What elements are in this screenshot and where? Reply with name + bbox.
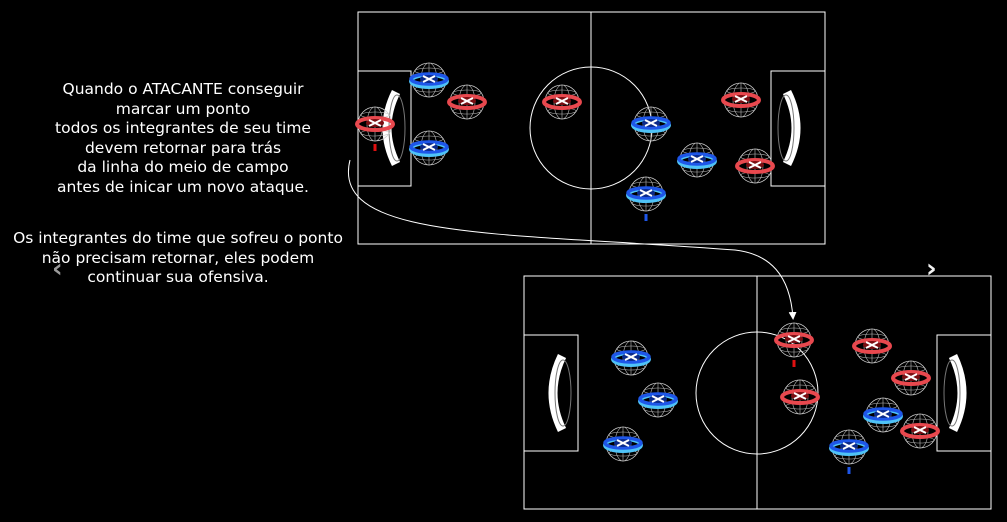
center-circle [695,331,819,455]
red-player-icon [774,322,814,358]
right-goal [777,89,801,167]
blue-player-icon [611,340,651,376]
left-penalty-area [523,334,579,452]
blue-player-icon [409,130,449,166]
red-player-icon [355,106,395,142]
red-player-icon [447,84,487,120]
blue-player-icon [638,382,678,418]
red-player-icon [852,328,892,364]
attacker-marker [847,467,851,474]
blue-player-icon [631,106,671,142]
red-player-icon [891,360,931,396]
right-penalty-area [936,334,992,452]
field-before [355,11,826,245]
red-player-icon [542,84,582,120]
blue-player-icon [863,397,903,433]
red-player-icon [900,413,940,449]
attacker-marker [792,360,796,367]
right-penalty-area [770,70,826,187]
transition-arrow [347,159,797,320]
previous-slide-button[interactable]: ‹ [52,254,63,284]
defense-rule-text: Os integrantes do time que sofreu o pont… [13,229,343,286]
red-player-icon [735,148,775,184]
red-player-icon [780,379,820,415]
blue-player-icon [677,142,717,178]
left-goal [548,354,572,432]
blue-player-icon [829,429,869,465]
field-after [523,275,992,510]
attacker-marker [373,144,377,151]
red-player-icon [721,82,761,118]
blue-player-icon [603,426,643,462]
blue-player-icon [409,62,449,98]
blue-player-icon [626,176,666,212]
next-slide-button[interactable]: › [926,254,937,284]
attack-rule-text: Quando o ATACANTE conseguir marcar um po… [55,80,311,196]
right-goal [943,354,967,432]
attacker-marker [644,214,648,221]
